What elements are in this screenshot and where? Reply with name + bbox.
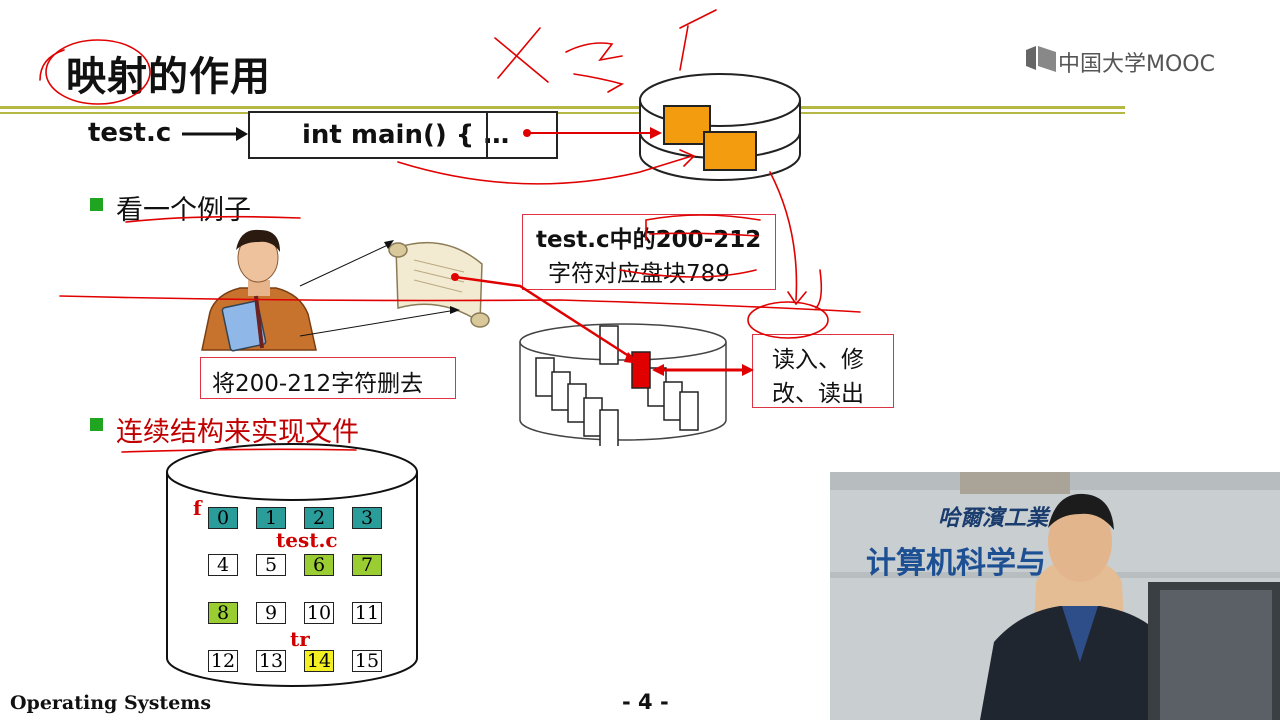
title-rule bbox=[0, 106, 1125, 109]
arrow-person-to-scroll bbox=[299, 243, 457, 337]
title-rule-thin bbox=[0, 112, 1125, 114]
read-write-line2: 改、读出 bbox=[772, 381, 864, 407]
handwriting-marks bbox=[39, 9, 861, 453]
label-tr: tr bbox=[290, 627, 310, 651]
disk-block: 13 bbox=[256, 650, 286, 672]
disk-block: 11 bbox=[352, 602, 382, 624]
disk-block: 4 bbox=[208, 554, 238, 576]
disk-cylinder-middle bbox=[519, 323, 727, 446]
code-divider bbox=[486, 111, 488, 159]
disk-block: 12 bbox=[208, 650, 238, 672]
video-background bbox=[830, 472, 1280, 720]
disk-block: 14 bbox=[304, 650, 334, 672]
slide-title: 映射的作用 bbox=[66, 54, 271, 100]
page-number: - 4 - bbox=[622, 690, 669, 714]
footer-title: Operating Systems bbox=[10, 692, 212, 714]
file-arrow bbox=[182, 127, 248, 141]
disk-block: 7 bbox=[352, 554, 382, 576]
disk-block: 5 bbox=[256, 554, 286, 576]
arrow-scroll-to-block bbox=[451, 273, 640, 364]
bullet-contiguous-text: 连续结构来实现文件 bbox=[116, 417, 359, 448]
delete-text: 将200-212字符删去 bbox=[212, 371, 424, 397]
disk-block: 2 bbox=[304, 507, 334, 529]
disk-block: 3 bbox=[352, 507, 382, 529]
delete-box bbox=[200, 357, 456, 399]
double-arrow-block-to-rw bbox=[652, 364, 754, 376]
disk-block: 15 bbox=[352, 650, 382, 672]
disk-block: 0 bbox=[208, 507, 238, 529]
mapping-line1: test.c中的200-212 bbox=[536, 227, 762, 253]
arrow-code-to-disk bbox=[523, 127, 662, 139]
disk-block: 8 bbox=[208, 602, 238, 624]
disk-block: 1 bbox=[256, 507, 286, 529]
read-write-line1: 读入、修 bbox=[772, 347, 864, 373]
mooc-logo-icon bbox=[1026, 46, 1056, 72]
bullet-icon bbox=[90, 418, 103, 431]
label-testc: test.c bbox=[276, 528, 338, 552]
video-sign-line1: 哈爾濱工業 bbox=[938, 506, 1049, 531]
disk-block: 9 bbox=[256, 602, 286, 624]
lecturer-video: 哈爾濱工業 计算机科学与 bbox=[830, 472, 1280, 720]
person-reading-icon bbox=[201, 229, 317, 352]
code-box bbox=[248, 111, 558, 159]
disk-block: 6 bbox=[304, 554, 334, 576]
mooc-logo-text: 中国大学MOOC bbox=[1058, 52, 1215, 77]
code-text: int main() { … bbox=[302, 120, 510, 150]
disk-block: 10 bbox=[304, 602, 334, 624]
read-write-box bbox=[752, 334, 894, 408]
mapping-box bbox=[522, 214, 776, 290]
scroll-icon bbox=[388, 241, 490, 328]
bullet-icon bbox=[90, 198, 103, 211]
file-label: test.c bbox=[88, 118, 172, 148]
disk-cylinder-top bbox=[639, 73, 801, 181]
label-f: f bbox=[193, 496, 202, 520]
mapping-line2: 字符对应盘块789 bbox=[548, 261, 730, 287]
video-sign-line2: 计算机科学与 bbox=[866, 546, 1046, 581]
